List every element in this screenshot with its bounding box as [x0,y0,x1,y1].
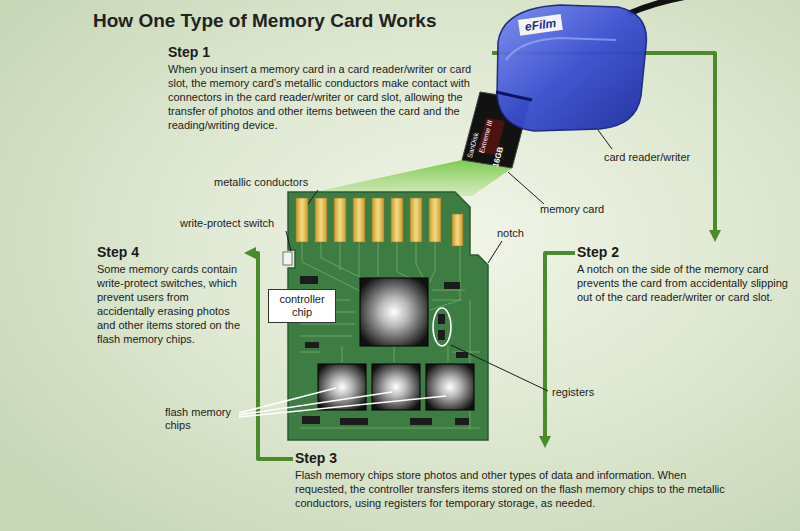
light-beam [296,160,512,196]
callout-text: controller chip [274,293,330,319]
part-label: metallic conductors [214,176,308,189]
reader-cable [628,0,690,14]
part-label: notch [497,227,524,240]
step-block: Step 2A notch on the side of the memory … [577,244,792,304]
flash-chip [426,364,474,410]
flow-arrow [545,253,575,436]
step-body: A notch on the side of the memory card p… [577,262,792,304]
step-body: When you insert a memory card in a card … [168,62,490,132]
step-block: Step 1When you insert a memory card in a… [168,44,490,132]
leader-line [598,130,612,149]
part-label: memory card [540,203,604,216]
metallic-contacts [296,198,463,246]
leader-line [239,396,446,417]
controller-chip [360,278,428,346]
step-heading: Step 4 [97,244,242,261]
leader-line [286,231,291,251]
part-label: flash memory chips [165,406,237,432]
write-protect-switch [283,252,292,265]
step-body: Some memory cards contain write-protect … [97,262,242,346]
registers-outline [433,308,451,346]
step-heading: Step 3 [295,450,725,467]
step-body: Flash memory chips store photos and othe… [295,468,725,510]
part-label: registers [552,386,594,399]
callout-box: controller chip [268,289,336,323]
diagram-title: How One Type of Memory Card Works [93,9,436,32]
reader-slot [496,92,532,100]
leader-line [508,172,544,204]
reader-body [497,5,646,131]
leader-line [451,345,548,391]
leader-lines [286,130,612,391]
flash-leader-lines [239,388,446,417]
card-reader [496,0,690,131]
reader-highlight [506,38,616,60]
flash-chip [318,364,366,410]
leader-line [308,190,318,204]
step-block: Step 3Flash memory chips store photos an… [295,450,725,510]
step-heading: Step 1 [168,44,490,61]
step-block: Step 4Some memory cards contain write-pr… [97,244,242,346]
leader-line [488,241,502,263]
step-heading: Step 2 [577,244,792,261]
part-label: card reader/writer [604,151,690,164]
part-label: write-protect switch [180,217,274,230]
